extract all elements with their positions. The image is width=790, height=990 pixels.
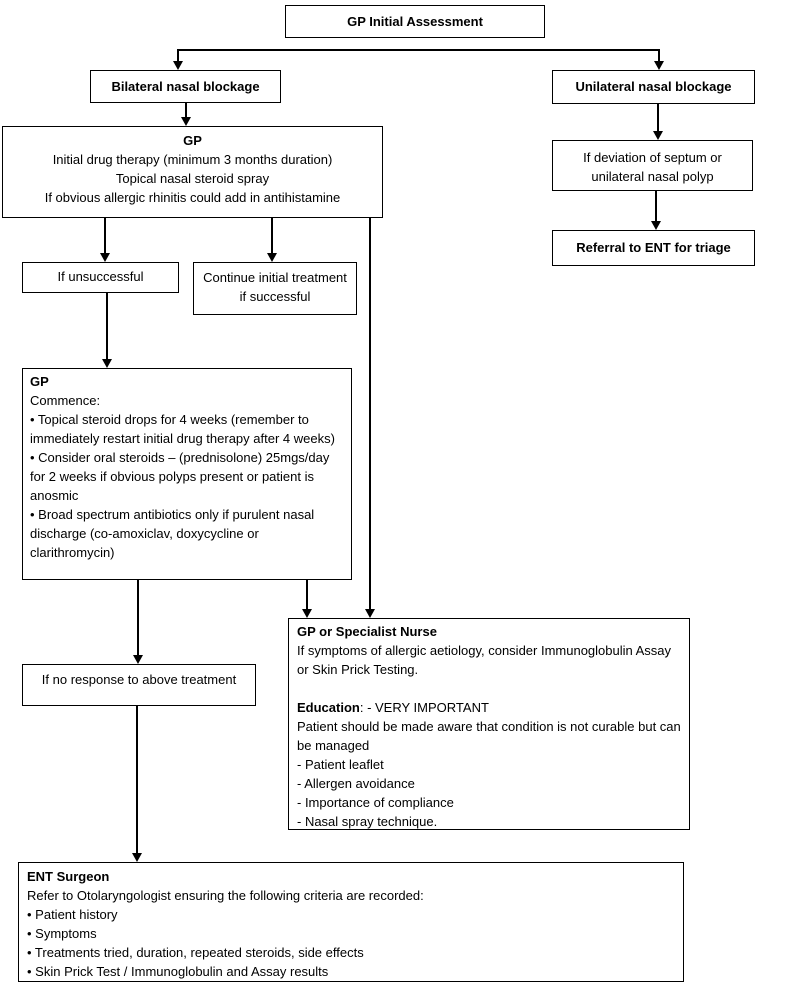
node-ent-bullet: • Skin Prick Test / Immunoglobulin and A…: [27, 964, 329, 979]
arrow-commence-to-noresponse-line: [137, 580, 139, 655]
node-ent-bullet: • Patient history: [27, 907, 118, 922]
arrow-unsuccessful-to-commence-head: [102, 359, 112, 368]
arrow-therapy-to-unsuccessful-head: [100, 253, 110, 262]
arrow-septum-to-referral-head: [651, 221, 661, 230]
arrow-bilateral-to-therapy-line: [185, 103, 187, 117]
node-commence-heading: GP: [30, 374, 49, 389]
node-nurse-heading: GP or Specialist Nurse: [297, 624, 437, 639]
node-bilateral-label: Bilateral nasal blockage: [111, 79, 260, 94]
arrow-therapy-to-continue-line: [271, 218, 273, 253]
node-gp-initial-assessment-label: GP Initial Assessment: [347, 14, 483, 29]
node-commence-bullet: • Broad spectrum antibiotics only if pur…: [30, 507, 315, 560]
connector-branch-line: [177, 49, 660, 51]
node-nurse-item: - Importance of compliance: [297, 795, 454, 810]
node-gp-initial-drug-therapy: GP Initial drug therapy (minimum 3 month…: [2, 126, 383, 218]
node-ent-bullet: • Symptoms: [27, 926, 97, 941]
node-nurse-education-rest: : - VERY IMPORTANT: [359, 700, 489, 715]
node-referral-label: Referral to ENT for triage: [576, 240, 731, 255]
arrow-noresponse-to-ent-head: [132, 853, 142, 862]
node-commence-bullet: • Consider oral steroids – (prednisolone…: [30, 450, 330, 503]
node-ent-intro: Refer to Otolaryngologist ensuring the f…: [27, 888, 424, 903]
node-referral-ent-triage: Referral to ENT for triage: [552, 230, 755, 266]
arrow-commence-to-nurse-line: [306, 580, 308, 609]
node-bilateral-nasal-blockage: Bilateral nasal blockage: [90, 70, 281, 103]
node-gp-commence: GP Commence: • Topical steroid drops for…: [22, 368, 352, 580]
node-unilateral-nasal-blockage: Unilateral nasal blockage: [552, 70, 755, 104]
node-ent-heading: ENT Surgeon: [27, 869, 110, 884]
node-unilateral-label: Unilateral nasal blockage: [575, 79, 732, 94]
arrow-septum-to-referral-line: [655, 191, 657, 221]
arrow-therapy-to-nurse-head: [365, 609, 375, 618]
connector-branch-right-stub: [658, 49, 660, 62]
node-no-response: If no response to above treatment: [22, 664, 256, 706]
arrow-commence-to-noresponse-head: [133, 655, 143, 664]
node-continue-label: Continue initial treatment if successful: [203, 270, 347, 304]
node-nurse-education-line: Education: - VERY IMPORTANT: [297, 698, 681, 717]
arrow-therapy-to-nurse-line: [369, 218, 371, 609]
node-commence-intro: Commence:: [30, 393, 101, 408]
arrow-therapy-to-continue-head: [267, 253, 277, 262]
node-nurse-line: If symptoms of allergic aetiology, consi…: [297, 643, 672, 677]
arrow-unsuccessful-to-commence-line: [106, 293, 108, 359]
arrow-commence-to-nurse-head: [302, 609, 312, 618]
node-therapy-line: If obvious allergic rhinitis could add i…: [44, 190, 341, 205]
node-no-response-label: If no response to above treatment: [41, 672, 237, 687]
node-therapy-line: Topical nasal steroid spray: [115, 171, 270, 186]
arrow-unilateral-to-septum-head: [653, 131, 663, 140]
node-nurse-item: - Nasal spray technique.: [297, 814, 438, 829]
node-ent-surgeon: ENT Surgeon Refer to Otolaryngologist en…: [18, 862, 684, 982]
arrow-to-unilateral-head: [654, 61, 664, 70]
node-continue-treatment: Continue initial treatment if successful: [193, 262, 357, 315]
arrow-unilateral-to-septum-line: [657, 104, 659, 131]
node-septum-label: If deviation of septum or unilateral nas…: [583, 150, 722, 184]
node-septum-deviation: If deviation of septum or unilateral nas…: [552, 140, 753, 191]
node-nurse-spacer: [297, 679, 681, 698]
connector-branch-left-stub: [177, 49, 179, 62]
node-if-unsuccessful: If unsuccessful: [22, 262, 179, 293]
node-nurse-education-label: Education: [297, 700, 360, 715]
arrow-therapy-to-unsuccessful-line: [104, 218, 106, 253]
node-therapy-line: Initial drug therapy (minimum 3 months d…: [52, 152, 333, 167]
arrow-noresponse-to-ent-line: [136, 706, 138, 853]
arrow-bilateral-to-therapy-head: [181, 117, 191, 126]
node-nurse-item: - Allergen avoidance: [297, 776, 415, 791]
node-unsuccessful-label: If unsuccessful: [57, 269, 144, 284]
node-nurse-item: - Patient leaflet: [297, 757, 384, 772]
node-gp-initial-assessment: GP Initial Assessment: [285, 5, 545, 38]
node-therapy-heading: GP: [183, 133, 202, 148]
node-commence-bullet: • Topical steroid drops for 4 weeks (rem…: [30, 412, 335, 446]
node-gp-specialist-nurse: GP or Specialist Nurse If symptoms of al…: [288, 618, 690, 830]
arrow-to-bilateral-head: [173, 61, 183, 70]
node-nurse-line: Patient should be made aware that condit…: [297, 719, 681, 753]
node-ent-bullet: • Treatments tried, duration, repeated s…: [27, 945, 364, 960]
